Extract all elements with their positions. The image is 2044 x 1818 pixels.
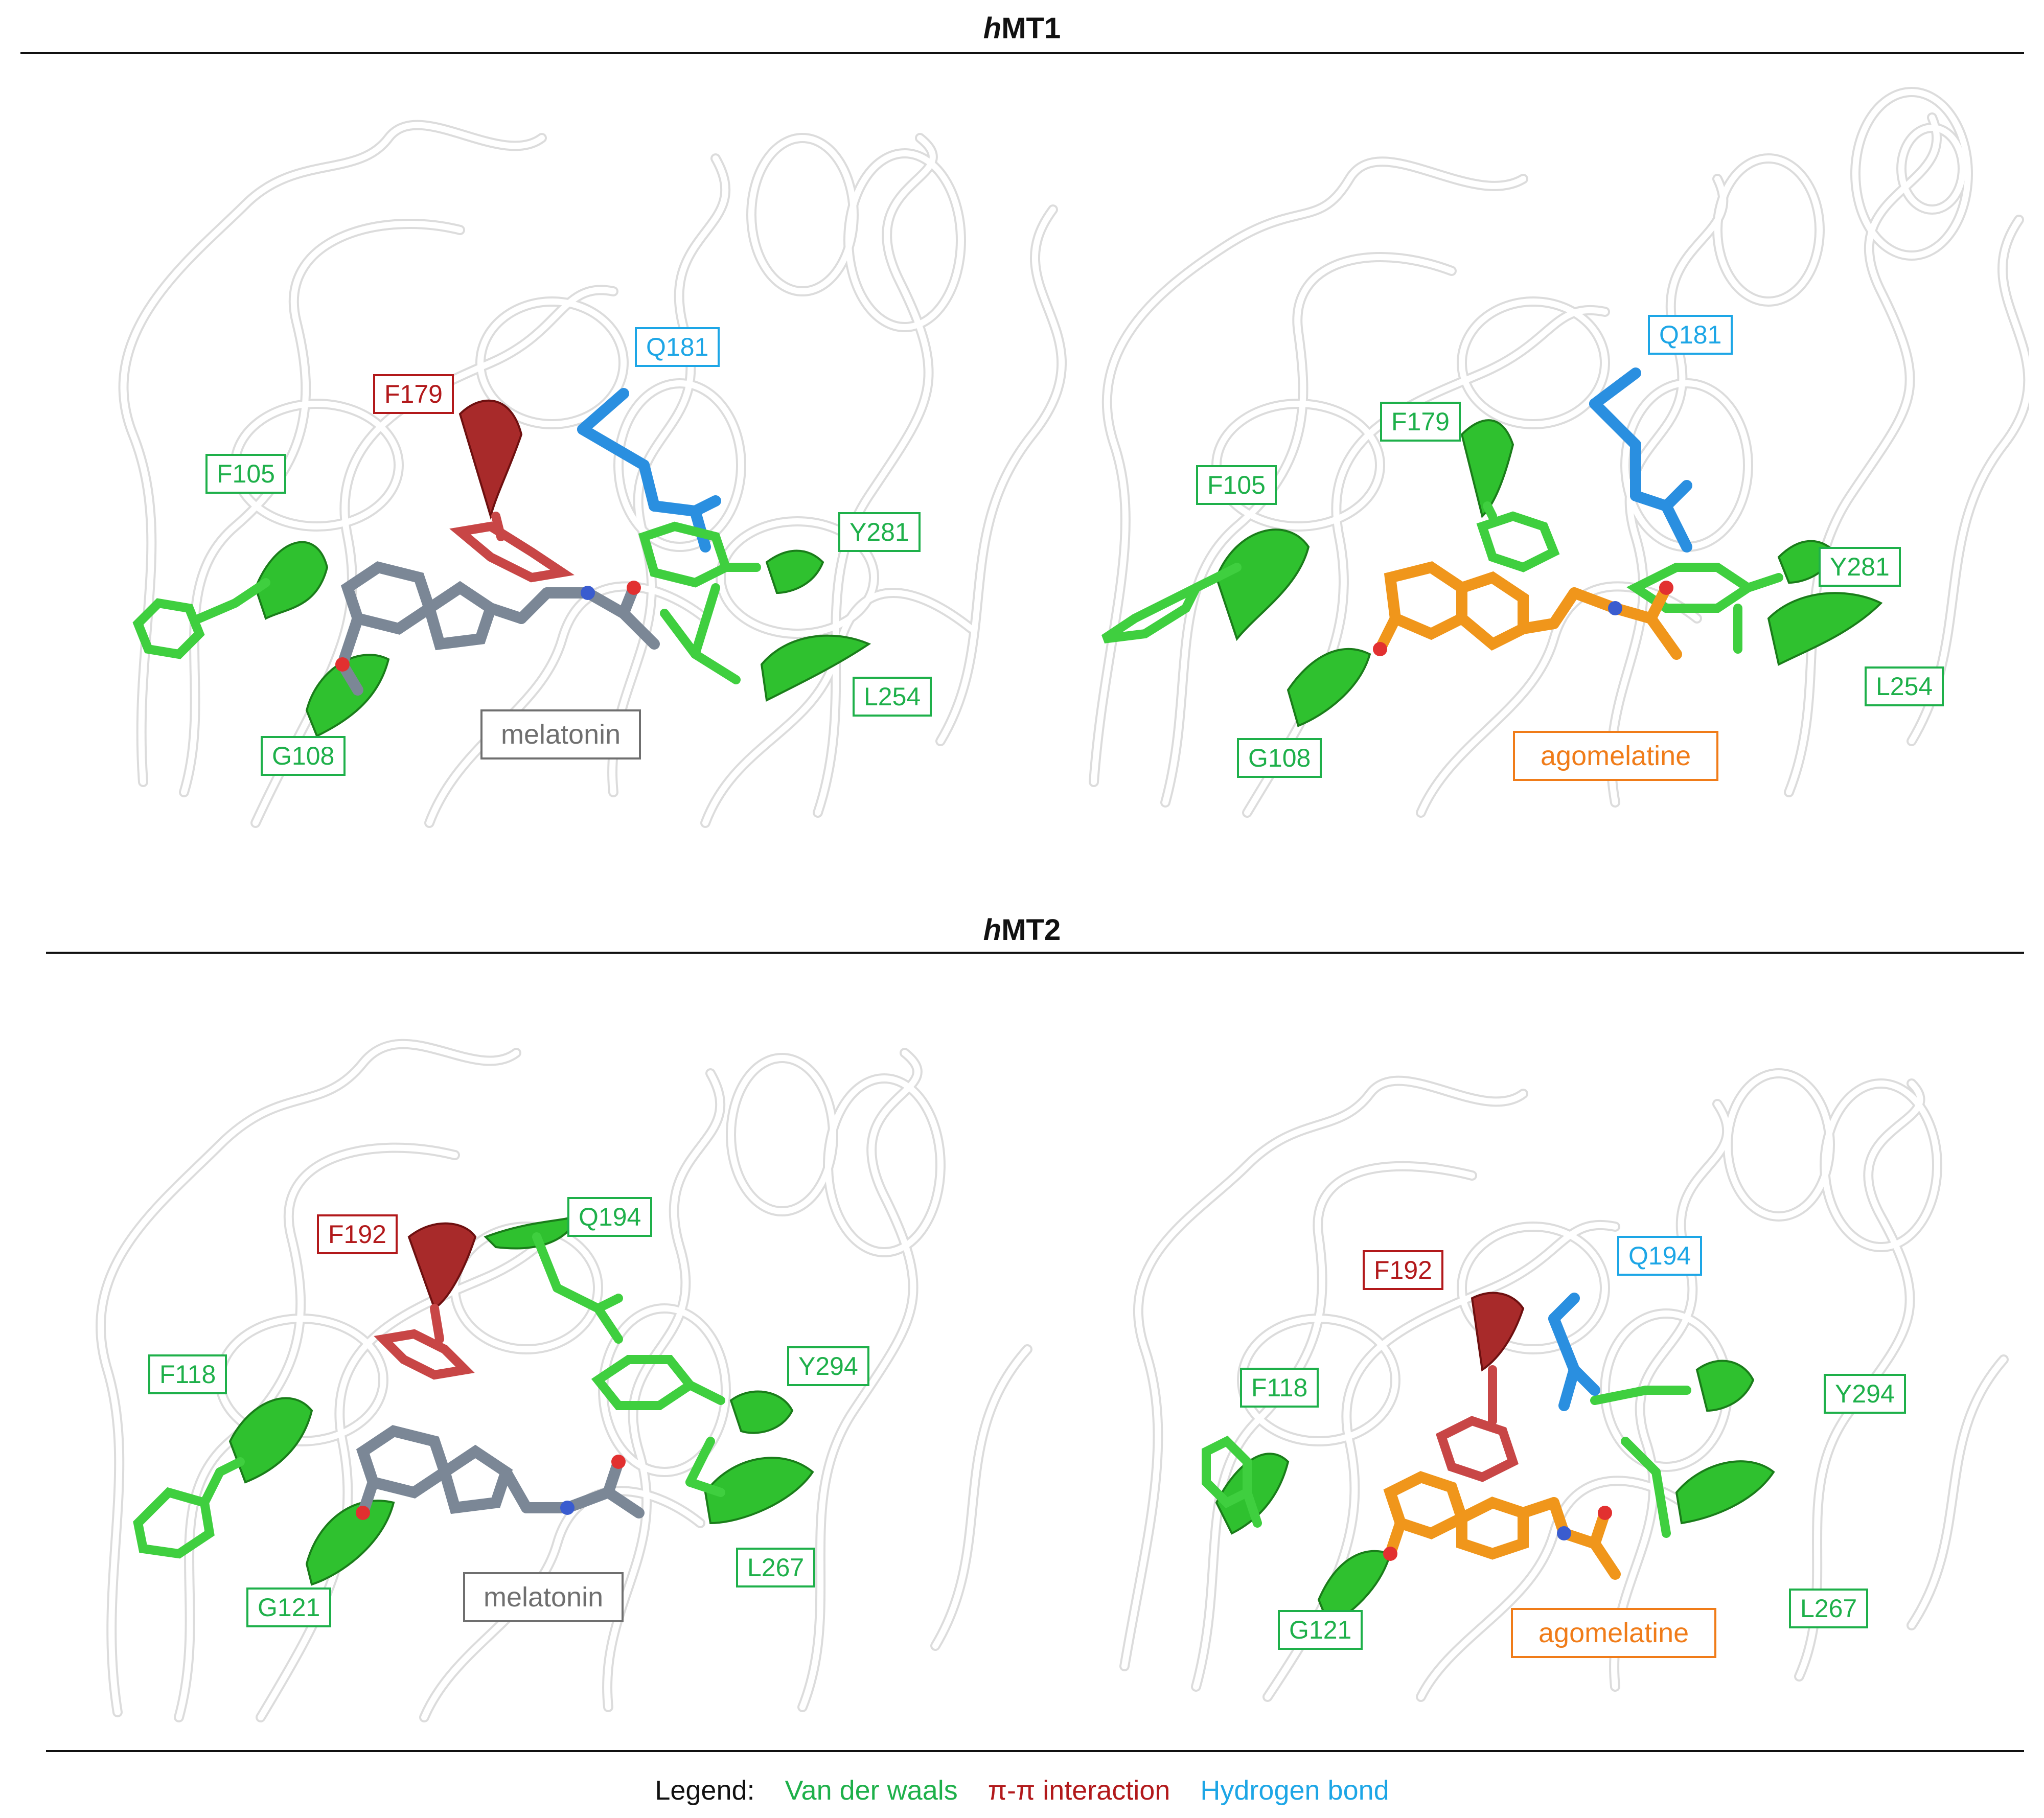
helix-q194	[484, 1215, 580, 1250]
residue-label-q181: Q181	[1648, 315, 1733, 355]
residue-label-g121: G121	[1278, 1610, 1363, 1650]
helix-l254	[1767, 592, 1883, 666]
residue-label-f179: F179	[1380, 402, 1461, 442]
residue-label-l267: L267	[1789, 1589, 1869, 1628]
residue-label-g121: G121	[246, 1587, 332, 1627]
residue-label-y294: Y294	[787, 1346, 869, 1386]
title-prefix: h	[983, 913, 1002, 947]
rule-bottom	[46, 1750, 2024, 1752]
legend-title: Legend:	[655, 1775, 755, 1806]
legend-item-van-der-waals: Van der waals	[785, 1775, 958, 1806]
ligand-label-agomelatine: agomelatine	[1513, 731, 1719, 781]
residue-label-q181: Q181	[635, 327, 720, 367]
section-title-mt1: hMT1	[0, 11, 2044, 45]
residue-label-l267: L267	[736, 1548, 816, 1587]
residue-label-f118: F118	[1240, 1368, 1319, 1408]
residue-label-y281: Y281	[838, 512, 921, 552]
helix-l254	[760, 634, 871, 702]
protein-backbone-diagram	[118, 120, 1067, 828]
helix-g108	[305, 654, 390, 738]
helix-y294	[1695, 1360, 1755, 1412]
residue-label-y294: Y294	[1824, 1374, 1906, 1414]
residue-label-l254: L254	[1865, 666, 1944, 706]
helix-y294	[729, 1390, 794, 1434]
helix-f192	[407, 1222, 477, 1310]
helix-f179	[458, 399, 523, 520]
helix-f118	[228, 1397, 313, 1484]
protein-backbone-diagram	[1089, 87, 2029, 818]
ligand-label-melatonin: melatonin	[480, 709, 641, 760]
ligand-label-agomelatine: agomelatine	[1511, 1608, 1717, 1658]
residue-label-g108: G108	[1237, 738, 1322, 778]
helix-l267	[704, 1457, 814, 1525]
residue-label-y281: Y281	[1819, 547, 1901, 587]
residue-label-f192: F192	[1363, 1250, 1443, 1290]
residue-label-l254: L254	[853, 677, 932, 717]
residue-label-f192: F192	[317, 1214, 398, 1254]
panel-mt1-melatonin: F105 F179 Q181 Y281 L254 G108 melatonin	[102, 77, 1073, 833]
residue-label-f105: F105	[205, 454, 286, 494]
title-prefix: h	[983, 12, 1002, 45]
legend-item-pi-pi: π-π interaction	[987, 1775, 1170, 1806]
title-rest: MT2	[1001, 913, 1061, 947]
protein-backbone-diagram	[1119, 1068, 2009, 1702]
helix-y281	[765, 549, 824, 594]
residue-label-q194: Q194	[567, 1197, 653, 1237]
ligand-label-melatonin: melatonin	[463, 1572, 624, 1622]
residue-label-f179: F179	[373, 374, 454, 414]
rule-top-mt2	[46, 952, 2024, 954]
residue-label-q194: Q194	[1617, 1236, 1703, 1276]
helix-l267	[1675, 1460, 1775, 1525]
panel-mt2-melatonin: F118 F192 Q194 Y294 L267 G121 melatonin	[77, 981, 1048, 1728]
helix-g121	[305, 1500, 395, 1586]
helix-f105	[254, 541, 329, 620]
panel-mt1-agomelatine: F105 F179 Q181 Y281 L254 G108 agomelatin…	[1084, 77, 2029, 833]
residue-label-g108: G108	[261, 736, 346, 776]
legend: Legend: Van der waals π-π interaction Hy…	[0, 1775, 2044, 1806]
helix-g108	[1287, 648, 1371, 727]
residue-label-f118: F118	[148, 1354, 227, 1394]
helix-f192	[1471, 1292, 1525, 1372]
panel-mt2-agomelatine: F118 F192 Q194 Y294 L267 G121 agomelatin…	[1114, 981, 2014, 1728]
legend-item-hydrogen-bond: Hydrogen bond	[1200, 1775, 1389, 1806]
rule-top-mt1	[20, 52, 2024, 54]
section-title-mt2: hMT2	[0, 913, 2044, 947]
title-rest: MT1	[1001, 12, 1061, 45]
helix-f105	[1215, 528, 1310, 641]
residue-label-f105: F105	[1196, 465, 1277, 505]
